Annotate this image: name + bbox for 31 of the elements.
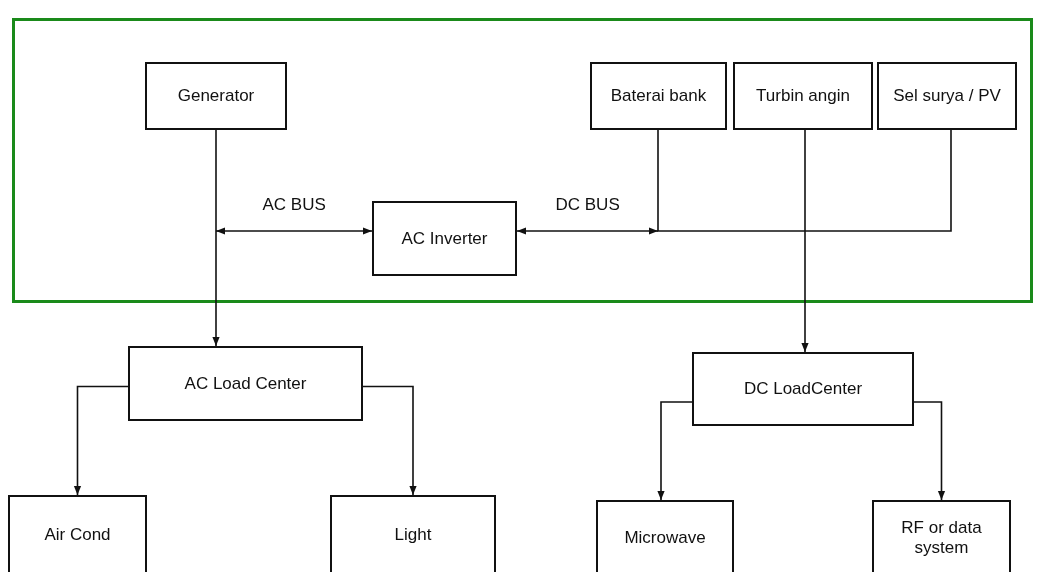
connector-arrow bbox=[73, 385, 129, 496]
process-box bbox=[145, 62, 287, 130]
connector-arrow bbox=[801, 129, 809, 353]
box-label: Air Cond bbox=[44, 525, 111, 545]
process-box bbox=[733, 62, 873, 130]
box-label: RF or data system bbox=[900, 517, 983, 558]
box-label: AC Load Center bbox=[184, 373, 307, 394]
process-box bbox=[590, 62, 727, 130]
system-boundary-box bbox=[12, 18, 1033, 303]
connector-arrow bbox=[362, 385, 417, 496]
process-box bbox=[8, 495, 147, 572]
connector-arrow bbox=[212, 129, 220, 347]
process-box bbox=[330, 495, 496, 572]
process-box bbox=[877, 62, 1017, 130]
box-label: AC Inverter bbox=[401, 228, 488, 249]
box-label: Generator bbox=[177, 86, 255, 106]
connector-arrow bbox=[215, 227, 373, 235]
box-label: Light bbox=[394, 525, 432, 545]
connector-arrow bbox=[516, 227, 659, 235]
box-label: Baterai bank bbox=[610, 86, 707, 106]
box-label: DC LoadCenter bbox=[743, 379, 863, 399]
box-label: Sel surya / PV bbox=[893, 86, 1001, 106]
box-label: Microwave bbox=[624, 527, 706, 548]
connector-arrow bbox=[657, 401, 693, 501]
process-box bbox=[872, 500, 1011, 572]
process-box bbox=[596, 500, 734, 572]
connector-arrow bbox=[913, 401, 946, 501]
process-box bbox=[372, 201, 517, 276]
process-box bbox=[128, 346, 363, 421]
box-label: Turbin angin bbox=[756, 86, 850, 106]
process-box bbox=[692, 352, 914, 426]
